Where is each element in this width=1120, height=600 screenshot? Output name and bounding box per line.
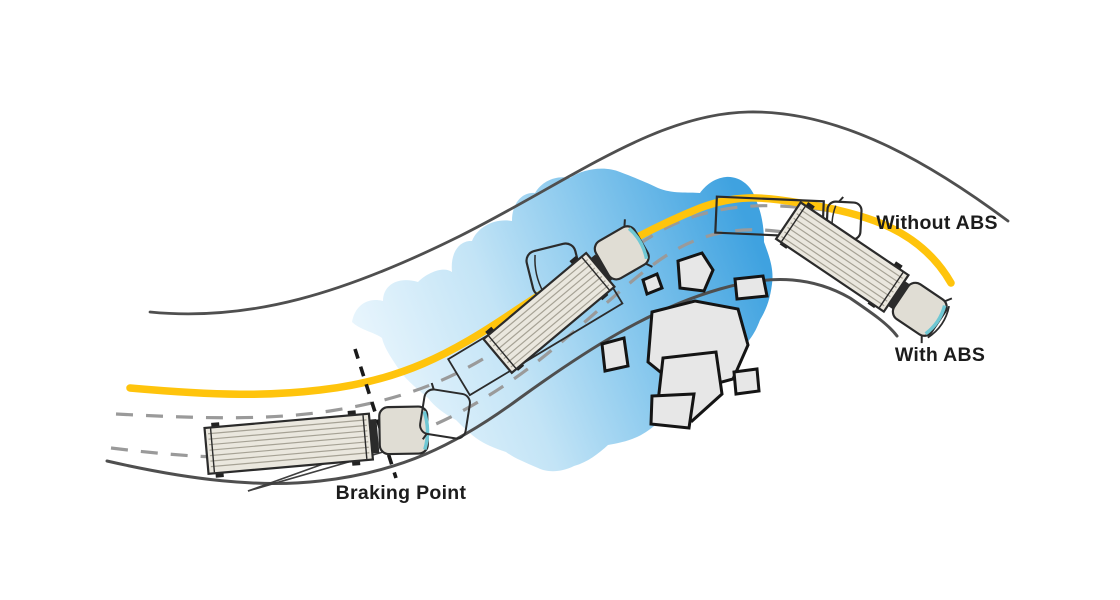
truck-with-abs (774, 200, 953, 344)
label-with-abs: With ABS (895, 344, 985, 366)
label-braking-point: Braking Point (336, 482, 467, 504)
truck-before-braking (203, 382, 471, 478)
truck3-coupling (887, 280, 910, 310)
truck1-coupling (369, 419, 380, 454)
truck2-mirror-ticks (623, 219, 653, 268)
rock-pentagon (676, 251, 715, 293)
truck2-trailer-end-lines (488, 257, 610, 369)
truck3-front-outline (927, 305, 950, 339)
road-edge-inner (105, 278, 899, 485)
rock-small-left (600, 336, 630, 373)
truck1-trailer-ribs (207, 419, 370, 468)
truck2-trailer-ribs (489, 259, 610, 368)
label-without-abs: Without ABS (876, 212, 998, 234)
truck3-windshield (924, 305, 947, 336)
rock-diamond (641, 271, 664, 297)
braking-point-line (353, 348, 398, 479)
lane-divider-dashed-lower (110, 228, 856, 460)
rock-small-square (732, 367, 761, 396)
rock-right (733, 274, 769, 301)
truck2-windshield (627, 227, 649, 260)
truck1-hood-outline (419, 388, 471, 440)
truck1-trailer-end-lines (209, 415, 368, 473)
truck3-trailer-ribs (781, 208, 903, 307)
truck1-windshield (422, 410, 430, 450)
truck3-mirror-ticks (920, 297, 953, 344)
road-edge-outer (148, 110, 1010, 316)
rock-far-bottom (649, 392, 696, 430)
truck3-trailer-end-lines (781, 206, 904, 308)
rocks (600, 251, 769, 430)
truck-skidding (446, 219, 653, 397)
truck1-mirror-ticks (421, 382, 435, 440)
